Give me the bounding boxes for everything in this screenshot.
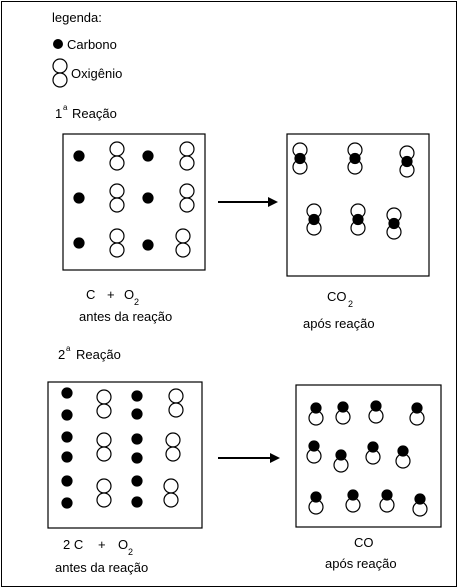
- oxygen-atom: [165, 446, 181, 462]
- reaction2-eq-carbon: 2 C: [63, 537, 83, 552]
- legend-oxygen-atom-top: [52, 58, 68, 74]
- reaction1-eq-plus: +: [107, 287, 115, 302]
- oxygen-atom: [96, 446, 112, 462]
- carbon-atom: [131, 433, 143, 445]
- reaction1-eq-oxygen-subscript: 2: [134, 297, 139, 307]
- carbon-atom: [131, 452, 143, 464]
- carbon-atom: [73, 150, 85, 162]
- reaction1-after-caption: após reação: [303, 316, 375, 331]
- carbon-atom: [347, 489, 359, 501]
- carbon-atom: [370, 400, 382, 412]
- oxygen-atom: [179, 183, 195, 199]
- reaction1-arrow-head: [268, 197, 278, 207]
- carbon-atom: [131, 408, 143, 420]
- reaction2-products-box: [295, 384, 442, 528]
- oxygen-atom: [179, 141, 195, 157]
- reaction1-atoms: [73, 141, 415, 258]
- carbon-atom: [61, 387, 73, 399]
- reaction1-heading-number: 1: [55, 106, 62, 121]
- carbon-atom: [367, 441, 379, 453]
- oxygen-atom: [109, 141, 125, 157]
- carbon-atom: [73, 192, 85, 204]
- carbon-atom: [61, 497, 73, 509]
- legend-oxygen-atom-bottom: [52, 72, 68, 88]
- reaction1-eq-carbon: C: [86, 287, 95, 302]
- oxygen-atom: [109, 183, 125, 199]
- oxygen-atom: [179, 197, 195, 213]
- carbon-atom: [131, 475, 143, 487]
- carbon-atom: [401, 155, 413, 168]
- carbon-atom: [349, 152, 361, 165]
- reaction1-products-box: [286, 133, 430, 277]
- reaction2-arrow-head: [270, 453, 280, 463]
- oxygen-atom: [96, 389, 112, 405]
- carbon-atom: [388, 217, 400, 230]
- carbon-atom: [61, 451, 73, 463]
- carbon-atom: [131, 496, 143, 508]
- reaction2-eq-oxygen-subscript: 2: [128, 547, 133, 557]
- reaction2-eq-oxygen: O: [118, 537, 128, 552]
- reaction2-atoms: [61, 387, 428, 517]
- reaction2-product-formula: CO: [354, 535, 374, 550]
- legend-carbon-label: Carbono: [67, 37, 117, 52]
- oxygen-atom: [168, 388, 184, 404]
- carbon-atom: [308, 213, 320, 226]
- reaction2-heading-word: Reação: [76, 347, 121, 362]
- oxygen-atom: [109, 155, 125, 171]
- reaction1-product-subscript: 2: [348, 299, 353, 309]
- reaction1-before-caption: antes da reação: [79, 309, 172, 324]
- oxygen-atom: [96, 432, 112, 448]
- carbon-atom: [337, 401, 349, 413]
- reaction2-reactants-box: [47, 381, 203, 529]
- carbon-atom: [61, 431, 73, 443]
- oxygen-atom: [109, 197, 125, 213]
- carbon-atom: [73, 237, 85, 249]
- reaction2-heading-number: 2: [58, 347, 65, 362]
- oxygen-atom: [163, 492, 179, 508]
- reaction2-before-caption: antes da reação: [55, 560, 148, 575]
- reaction1-eq-oxygen: O: [124, 287, 134, 302]
- carbon-atom: [411, 402, 423, 414]
- carbon-atom: [294, 152, 306, 165]
- oxygen-atom: [163, 478, 179, 494]
- legend-carbon-atom: [53, 39, 63, 49]
- oxygen-atom: [168, 402, 184, 418]
- carbon-atom: [131, 390, 143, 402]
- reaction1-heading-superscript: a: [63, 103, 68, 112]
- carbon-atom: [308, 440, 320, 452]
- oxygen-atom: [96, 492, 112, 508]
- carbon-atom: [61, 409, 73, 421]
- reaction2-eq-plus: +: [98, 537, 106, 552]
- oxygen-atom: [175, 242, 191, 258]
- carbon-atom: [142, 192, 154, 204]
- reaction1-product-formula: CO: [327, 289, 347, 304]
- oxygen-atom: [175, 228, 191, 244]
- oxygen-atom: [179, 155, 195, 171]
- reaction1-reactants-box: [62, 133, 206, 271]
- legend-oxygen-label: Oxigênio: [71, 66, 122, 81]
- oxygen-atom: [96, 478, 112, 494]
- carbon-atom: [335, 449, 347, 461]
- carbon-atom: [142, 150, 154, 162]
- reaction2-after-caption: após reação: [325, 556, 397, 571]
- reaction1-heading-word: Reação: [72, 106, 117, 121]
- carbon-atom: [142, 239, 154, 251]
- reaction2-heading-superscript: a: [66, 344, 71, 353]
- carbon-atom: [61, 475, 73, 487]
- carbon-atom: [397, 445, 409, 457]
- oxygen-atom: [109, 228, 125, 244]
- carbon-atom: [352, 213, 364, 226]
- carbon-atom: [310, 491, 322, 503]
- carbon-atom: [310, 402, 322, 414]
- oxygen-atom: [109, 242, 125, 258]
- oxygen-atom: [165, 432, 181, 448]
- carbon-atom: [414, 493, 426, 505]
- legend-title: legenda:: [52, 10, 102, 25]
- oxygen-atom: [96, 403, 112, 419]
- carbon-atom: [381, 489, 393, 501]
